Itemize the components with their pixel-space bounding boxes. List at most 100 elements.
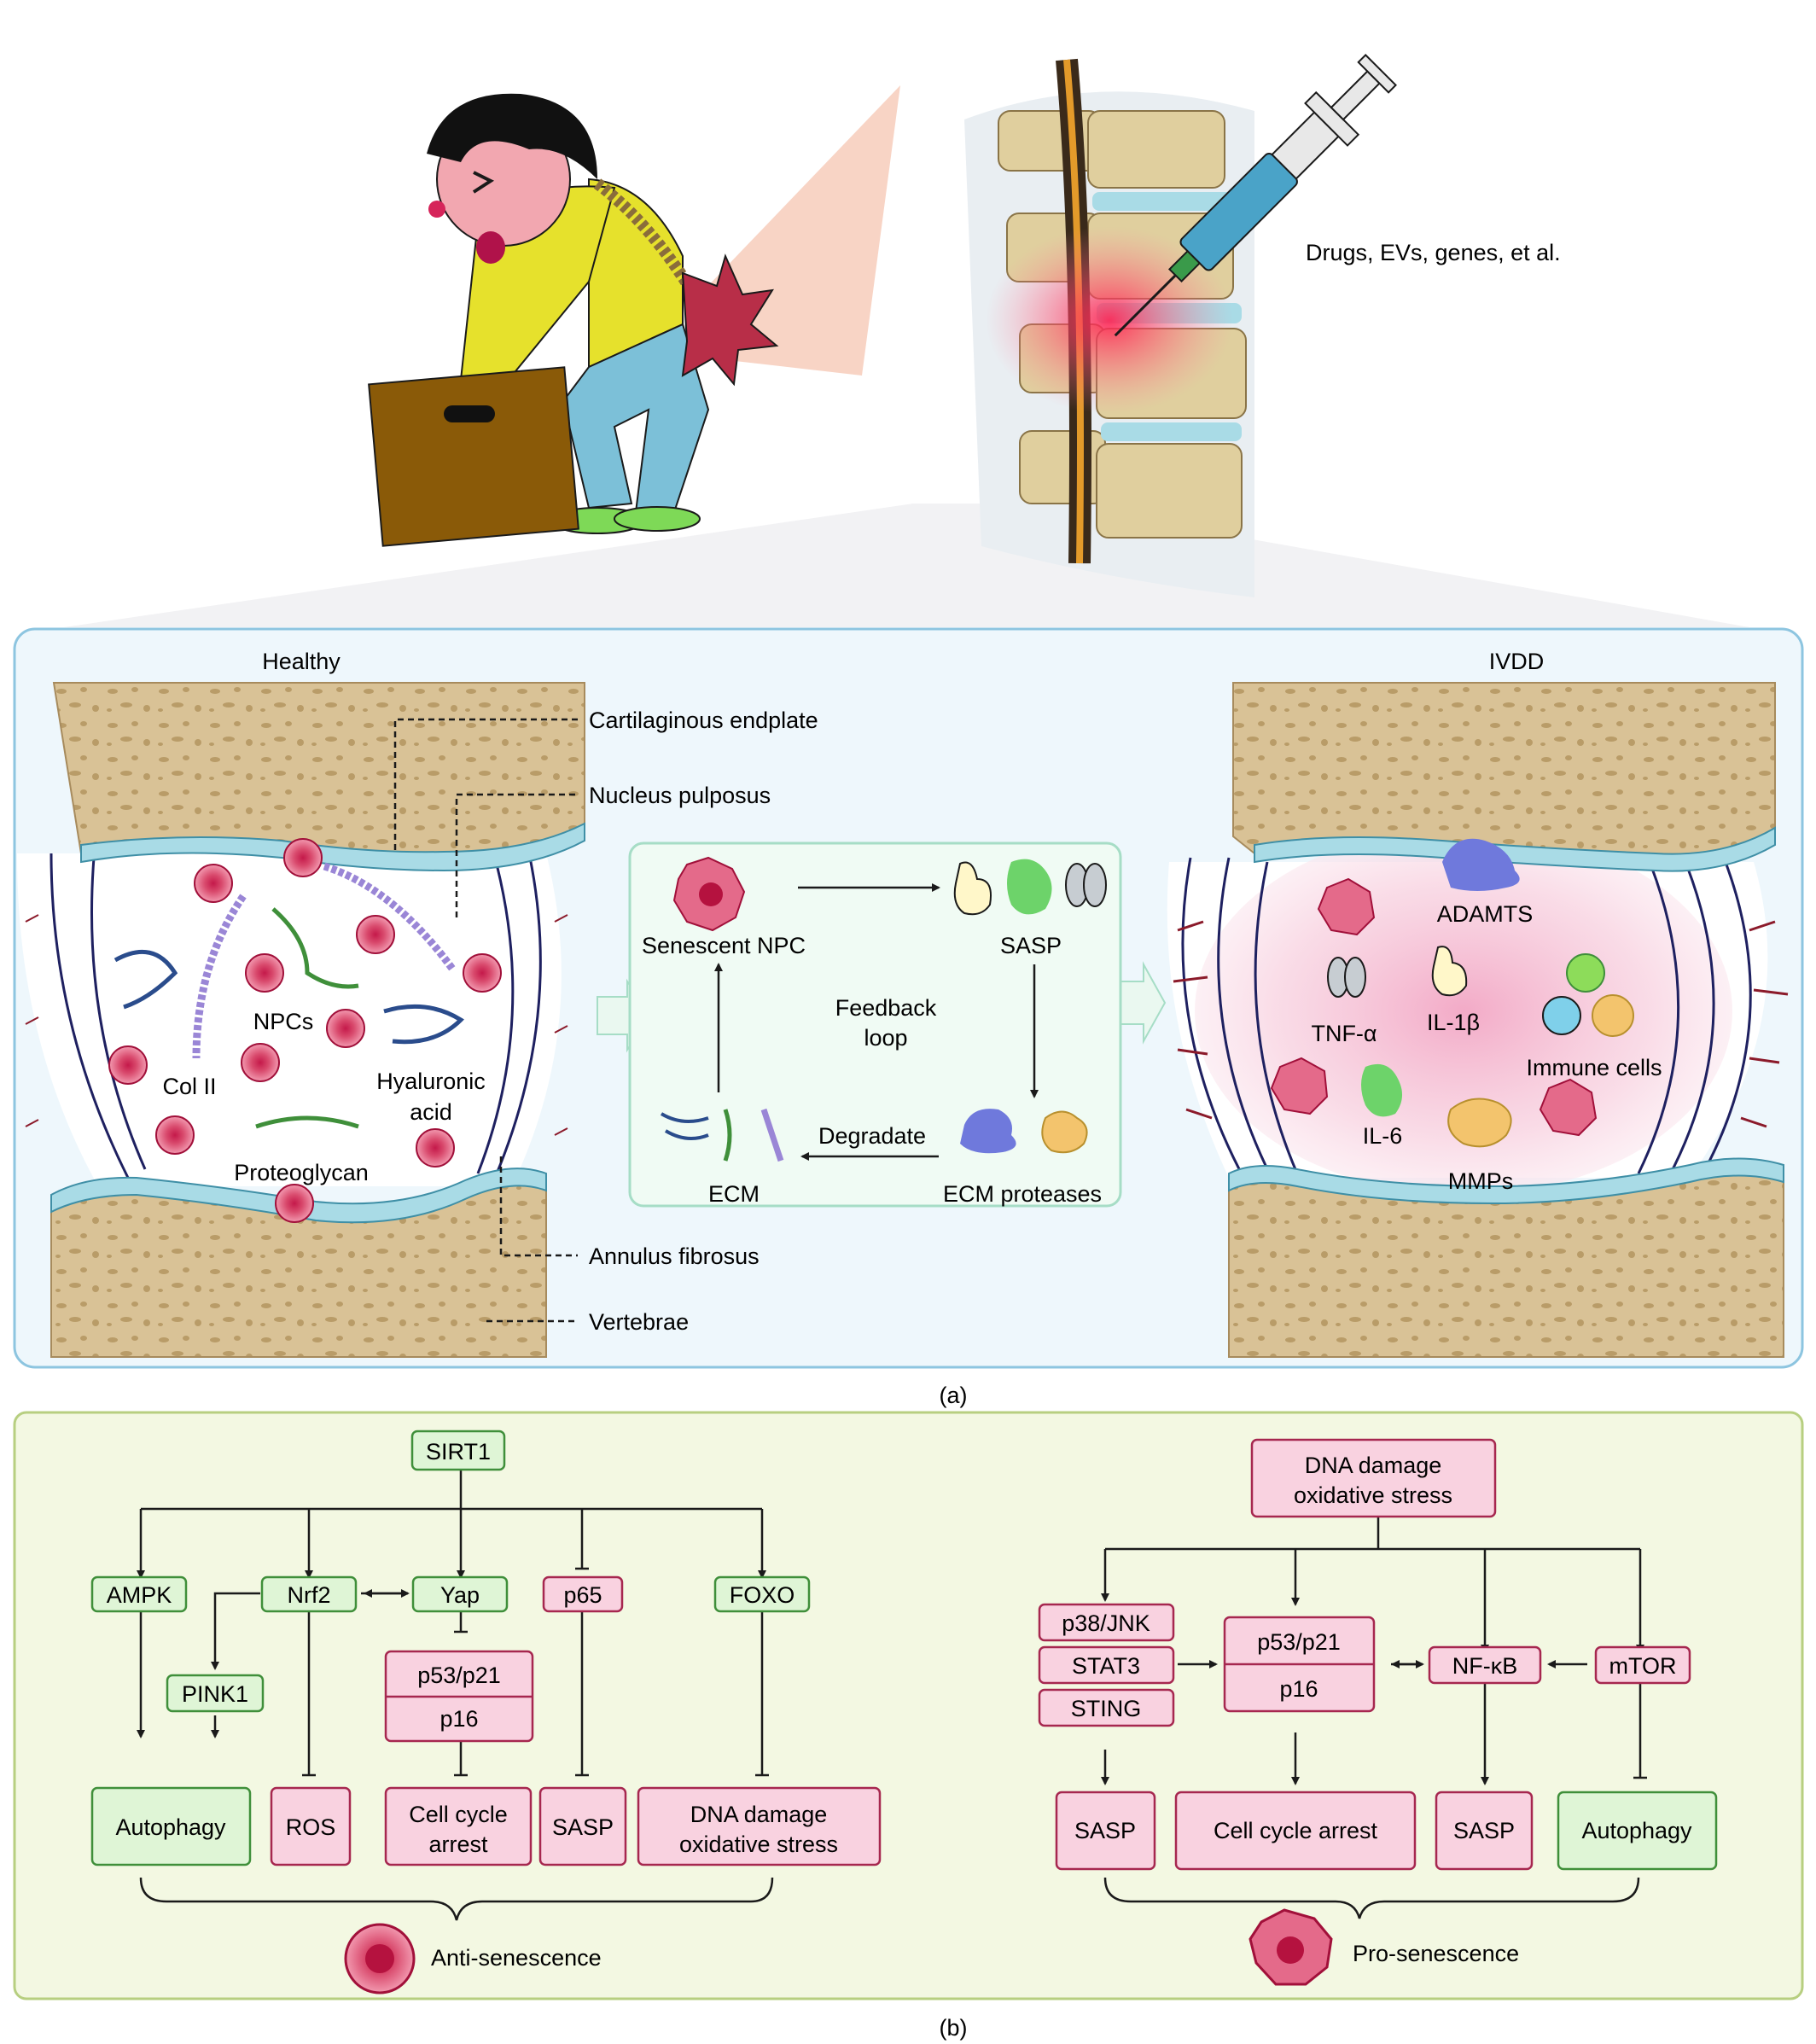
immune-cell-icon	[1542, 996, 1581, 1035]
dna-damage-node	[637, 1786, 882, 1866]
anti-senescence-connectors	[137, 1470, 774, 1921]
npc-cell	[463, 953, 502, 993]
callout-vertebrae: Vertebrae	[589, 1309, 689, 1335]
anti-senescence-pathway: SIRT1 AMPK Nrf2 Yap p65 FOXO PINK1 p53/p…	[90, 1430, 882, 1995]
callout-annulus: Annulus fibrosus	[589, 1243, 760, 1269]
dna-damage-label-line1: DNA damage	[690, 1802, 828, 1827]
collagen-fiber	[192, 894, 247, 1059]
sasp-label: SASP	[552, 1814, 614, 1840]
sasp-il6-icon	[1007, 859, 1052, 915]
senescent-cell-icon	[1539, 1078, 1598, 1137]
il1b-icon	[1431, 946, 1468, 997]
top-illustration: Drugs, EVs, genes, et al.	[64, 54, 1749, 627]
sting-node	[1038, 1688, 1175, 1727]
panel-a-caption: (a)	[940, 1383, 968, 1408]
feedback-label-line1: Feedback	[835, 995, 937, 1021]
collagen-fiber	[323, 862, 456, 971]
syringe-icon	[1114, 54, 1397, 337]
npc-cell	[194, 864, 233, 903]
p53p21-label-right: p53/p21	[1257, 1629, 1341, 1655]
senescent-cell-icon	[1317, 877, 1376, 936]
pro-senescence-connectors	[1101, 1517, 1647, 1919]
anatomy-callouts: Cartilaginous endplate Nucleus pulposus …	[393, 708, 818, 1335]
autophagy-label: Autophagy	[115, 1814, 226, 1840]
feedback-label-line2: loop	[864, 1025, 907, 1051]
stat3-node	[1038, 1645, 1175, 1685]
pink1-node	[166, 1674, 265, 1713]
npc-cell	[155, 1115, 195, 1155]
lumbar-spine-section	[964, 58, 1254, 598]
p65-label: p65	[563, 1582, 602, 1608]
ros-node	[270, 1786, 352, 1866]
immune-label: Immune cells	[1526, 1055, 1662, 1080]
npc-cell	[275, 1184, 314, 1223]
hyaluronic-acid	[383, 1004, 464, 1045]
pink1-label: PINK1	[182, 1681, 248, 1707]
p65-node	[542, 1575, 624, 1613]
npc-cell	[241, 1043, 280, 1082]
degrade-label: Degradate	[818, 1123, 926, 1149]
mtor-label: mTOR	[1609, 1653, 1677, 1679]
delivery-label: Drugs, EVs, genes, et al.	[1306, 240, 1561, 265]
sirt1-label: SIRT1	[426, 1439, 491, 1465]
pro-senescence-pathway: DNA damage oxidative stress p38/JNK STAT…	[1038, 1438, 1718, 1986]
healthy-title: Healthy	[262, 649, 340, 674]
ecm-label: ECM	[708, 1181, 760, 1207]
sasp-node	[538, 1786, 627, 1866]
cell-cycle-label-line1: Cell cycle	[409, 1802, 508, 1827]
panel-b-frame	[13, 1411, 1804, 2000]
tnf-icon	[1327, 957, 1366, 998]
dna-trigger-label-line2: oxidative stress	[1294, 1482, 1452, 1508]
npc-cell	[283, 838, 323, 877]
mtor-node	[1594, 1645, 1691, 1685]
sasp-tnf-icon	[1065, 863, 1107, 907]
sting-label: STING	[1071, 1696, 1142, 1721]
sirt1-node	[410, 1430, 506, 1471]
feedback-loop-panel: Senescent NPC SASP Feedback loop Degrada…	[597, 841, 1167, 1208]
foxo-label: FOXO	[730, 1582, 795, 1608]
senescent-npc-label: Senescent NPC	[642, 933, 806, 958]
cell-cycle-arrest-node	[384, 1786, 533, 1866]
immune-cell-icon	[1592, 994, 1634, 1037]
sasp-label: SASP	[1000, 933, 1062, 958]
hyaluronic-acid	[114, 949, 178, 1010]
sasp-il1b-icon	[953, 861, 992, 916]
protease-blue-icon	[960, 1109, 1016, 1154]
nrf2-node	[260, 1575, 358, 1613]
npcs-label: NPCs	[253, 1009, 314, 1034]
yap-label: Yap	[440, 1582, 480, 1608]
proteoglycan-strand	[271, 907, 359, 989]
sasp-label-right-2: SASP	[1453, 1818, 1515, 1843]
pain-burst-icon	[681, 253, 779, 387]
healthy-cell-icon	[344, 1923, 416, 1995]
callout-nucleus: Nucleus pulposus	[589, 783, 771, 808]
col2-label: Col II	[162, 1074, 216, 1099]
callout-endplate: Cartilaginous endplate	[589, 708, 818, 733]
dna-trigger-label-line1: DNA damage	[1305, 1453, 1442, 1478]
il6-icon	[1361, 1063, 1403, 1117]
sasp-node-right-2	[1435, 1791, 1534, 1871]
person-with-back-pain	[368, 93, 779, 547]
nfkb-label: NF-κB	[1452, 1653, 1518, 1679]
npc-cell	[326, 1009, 365, 1048]
p16-label: p16	[439, 1706, 478, 1732]
anti-senescence-label: Anti-senescence	[431, 1945, 602, 1971]
p53p21-label: p53/p21	[417, 1663, 501, 1688]
npc-cell	[245, 953, 284, 993]
autophagy-label-right: Autophagy	[1581, 1818, 1692, 1843]
nfkb-node	[1428, 1645, 1542, 1685]
il6-label: IL-6	[1363, 1123, 1403, 1149]
cell-cycle-label-line2: arrest	[428, 1831, 488, 1857]
nrf2-label: Nrf2	[287, 1582, 330, 1608]
mmps-label: MMPs	[1448, 1168, 1514, 1194]
mmps-icon	[1447, 1098, 1512, 1148]
ivdd-disc-illustration: ADAMTS TNF-α IL-1β Immune cells IL-6 MMP…	[1167, 682, 1789, 1358]
pro-senescence-label: Pro-senescence	[1353, 1941, 1519, 1966]
ecm-fibers-icon	[660, 1108, 784, 1162]
yap-node	[411, 1575, 509, 1613]
senescent-cell-icon	[1270, 1057, 1329, 1115]
stat3-label: STAT3	[1072, 1653, 1140, 1679]
ecm-proteases-label: ECM proteases	[943, 1181, 1102, 1207]
npc-cell	[108, 1045, 148, 1085]
